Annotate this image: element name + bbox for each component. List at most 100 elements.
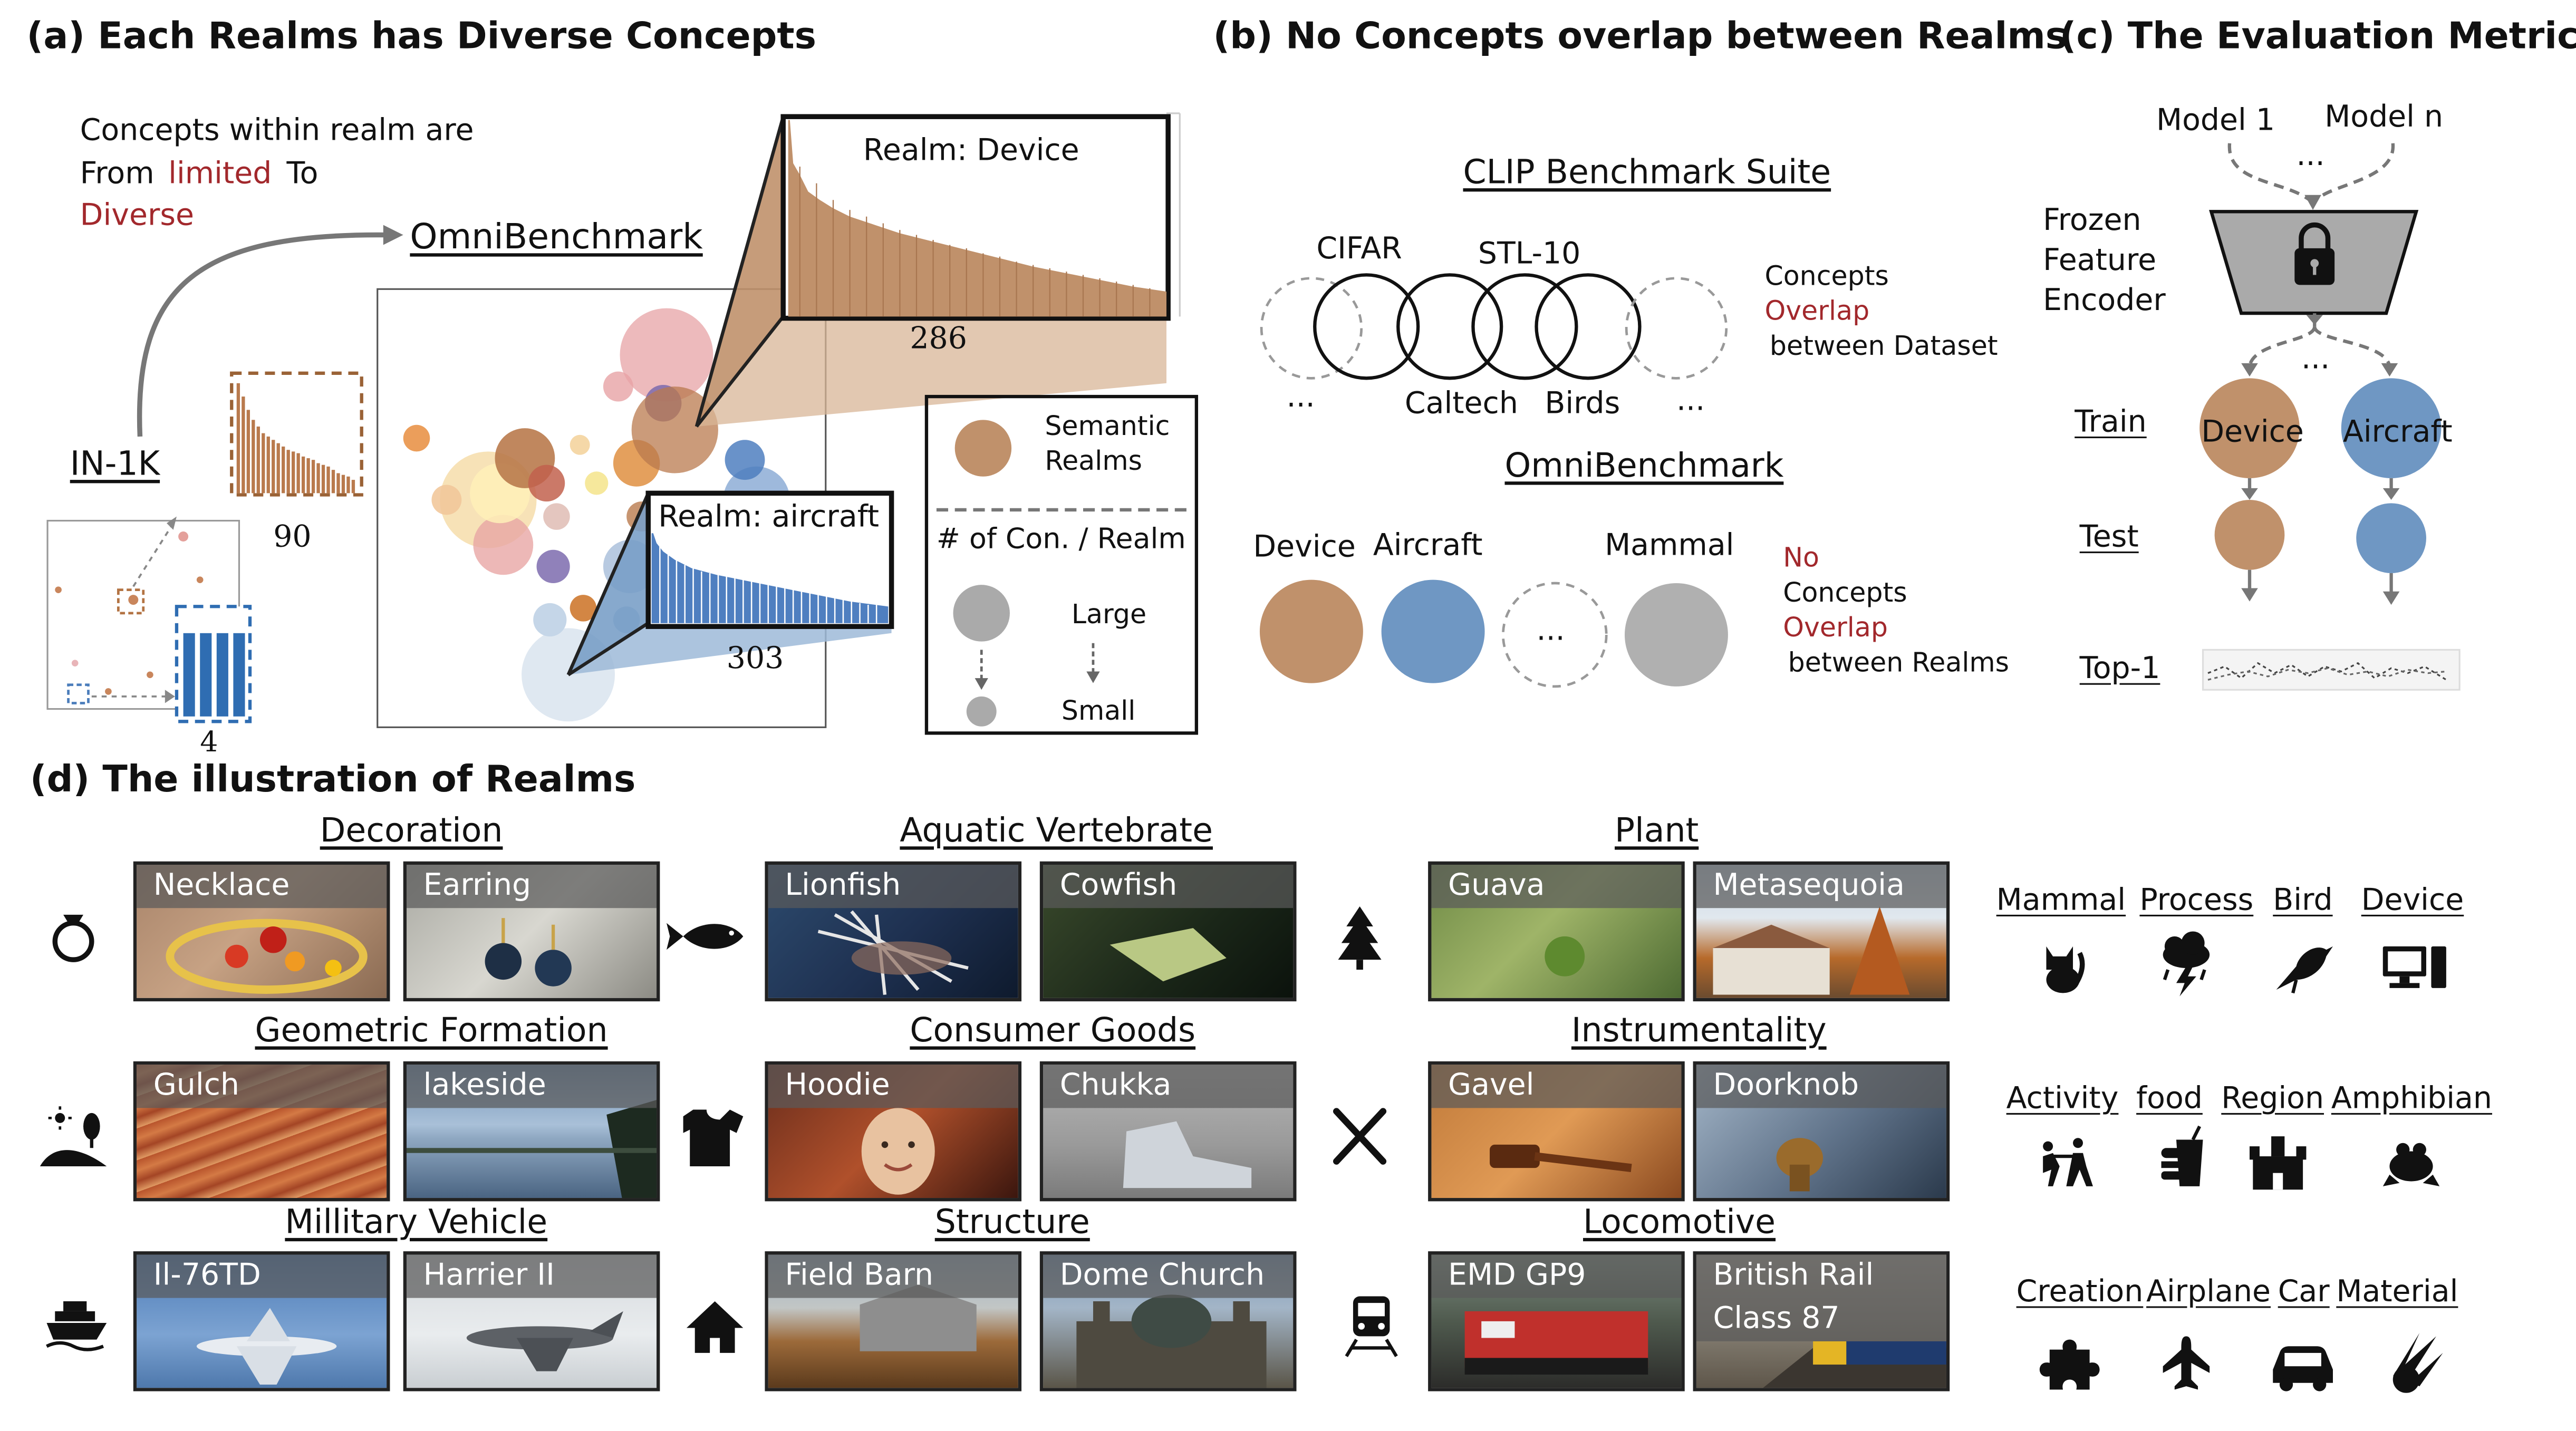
photo-caption: Metasequoia <box>1696 865 1946 908</box>
realm-label-locomotive: Locomotive <box>1583 1201 1776 1242</box>
meteor-icon <box>2392 1333 2443 1393</box>
realm-label-plant: Plant <box>1615 809 1699 850</box>
photo-lakeside: lakeside <box>403 1061 660 1202</box>
photo-caption: Necklace <box>137 865 387 908</box>
panel-a-note-from: From <box>80 157 155 192</box>
legend-large: Large <box>1071 598 1147 630</box>
test-label: Test <box>2079 519 2139 555</box>
airplane-icon <box>2163 1336 2210 1390</box>
b-concepts-label: Concepts <box>1764 259 1889 292</box>
panel-c-title: (c) The Evaluation Metrics <box>2059 16 2576 59</box>
photo-doorknob: Doorknob <box>1693 1061 1950 1202</box>
b-realm-ellipsis: ... <box>1536 613 1565 649</box>
category-amphibian: Amphibian <box>2331 1081 2492 1117</box>
aircraft-histogram-title: Realm: aircraft <box>658 500 880 535</box>
category-material: Material <box>2336 1274 2458 1310</box>
ship-icon <box>46 1301 107 1351</box>
legend-semantic-line2: Realms <box>1045 444 1142 477</box>
clip-benchmark-title: CLIP Benchmark Suite <box>1463 151 1831 192</box>
category-mammal: Mammal <box>1996 883 2126 918</box>
photo-caption: EMD GP9 <box>1431 1254 1682 1298</box>
panel-d-title: (d) The illustration of Realms <box>30 759 636 801</box>
photo-caption: Dome Church <box>1043 1254 1294 1298</box>
train-icon <box>1345 1296 1398 1357</box>
photo-guava: Guava <box>1428 861 1685 1002</box>
category-device: Device <box>2361 883 2464 918</box>
b-aircraft-label: Aircraft <box>1373 528 1483 564</box>
category-food: food <box>2136 1081 2203 1117</box>
photo-cowfish: Cowfish <box>1039 861 1297 1002</box>
panel-b-title: (b) No Concepts overlap between Realms <box>1213 16 2068 59</box>
panel-a-title: (a) Each Realms has Diverse Concepts <box>26 16 817 59</box>
realm-label-geometric-formation: Geometric Formation <box>255 1009 608 1050</box>
b-no-label: No <box>1783 542 1819 574</box>
photo-caption: Gulch <box>137 1065 387 1108</box>
realm-label-consumer-goods: Consumer Goods <box>910 1009 1196 1050</box>
photo-caption: Chukka <box>1043 1065 1294 1108</box>
photo-earring: Earring <box>403 861 660 1002</box>
photo-caption: lakeside <box>407 1065 657 1108</box>
b-overlap-label: Overlap <box>1764 295 1870 327</box>
photo-metasequoia: Metasequoia <box>1693 861 1950 1002</box>
in1k-label: IN-1K <box>70 443 160 484</box>
frozen-label-3: Encoder <box>2043 283 2166 318</box>
legend-con-per-realm: # of Con. / Realm <box>936 523 1186 557</box>
realm-label-millitary-vehicle: Millitary Vehicle <box>285 1201 548 1242</box>
photo-caption: British Rail Class 87 <box>1696 1254 1946 1341</box>
realm-label-aquatic-vertebrate: Aquatic Vertebrate <box>900 809 1213 850</box>
frozen-label-2: Feature <box>2043 243 2157 278</box>
fastfood-icon <box>2161 1125 2203 1186</box>
frozen-label-1: Frozen <box>2043 203 2141 238</box>
ellipsis-right: ... <box>1676 383 1705 419</box>
category-bird: Bird <box>2273 883 2333 918</box>
photo-chukka: Chukka <box>1039 1061 1297 1202</box>
tshirt-icon <box>683 1109 744 1166</box>
b-omnibenchmark-title: OmniBenchmark <box>1504 444 1784 485</box>
aircraft-count: 303 <box>726 641 784 676</box>
castle-icon <box>2250 1136 2307 1190</box>
category-process: Process <box>2139 883 2254 918</box>
category-activity: Activity <box>2006 1081 2119 1117</box>
photo-caption: Cowfish <box>1043 865 1294 908</box>
photo-caption: Harrier II <box>407 1254 657 1298</box>
fish-icon <box>667 923 744 950</box>
photo-caption: Il-76TD <box>137 1254 387 1298</box>
encoder-ellipsis: ... <box>2301 341 2330 377</box>
photo-emd-gp9: EMD GP9 <box>1428 1251 1685 1391</box>
category-car: Car <box>2278 1274 2330 1310</box>
category-airplane: Airplane <box>2146 1274 2271 1310</box>
panel-a-note-diverse: Diverse <box>80 198 194 234</box>
tree-icon <box>1338 906 1382 970</box>
photo-caption: Gavel <box>1431 1065 1682 1108</box>
tools-icon <box>1333 1108 1387 1165</box>
b-between-realms-label: between Realms <box>1788 646 2009 679</box>
photo-gulch: Gulch <box>133 1061 390 1202</box>
cat-icon <box>2046 946 2085 993</box>
c-device-label: Device <box>2201 414 2304 450</box>
top1-label: Top-1 <box>2079 651 2160 687</box>
realm-label-structure: Structure <box>934 1201 1090 1242</box>
photo-il76td: Il-76TD <box>133 1251 390 1391</box>
photo-necklace: Necklace <box>133 861 390 1002</box>
device-histogram-title: Realm: Device <box>863 133 1079 169</box>
photo-harrier: Harrier II <box>403 1251 660 1391</box>
photo-caption: Hoodie <box>768 1065 1018 1108</box>
panel-a-note-limited: limited <box>168 157 272 192</box>
panel-a-note-line1: Concepts within realm are <box>80 113 474 149</box>
model-n-label: Model n <box>2324 100 2444 135</box>
model-1-label: Model 1 <box>2156 103 2275 139</box>
device-count: 286 <box>910 321 967 357</box>
photo-caption: Lionfish <box>768 865 1018 908</box>
